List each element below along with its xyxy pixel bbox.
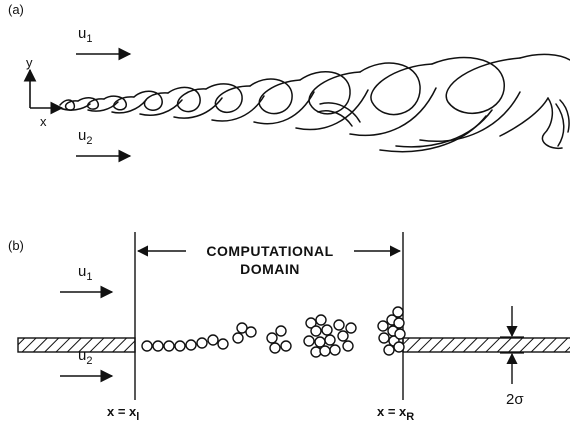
right-boundary-label: x = xR (377, 404, 414, 423)
panel-a: (a) u1 y x u2 (8, 2, 570, 163)
vortex-blobs (141, 306, 406, 358)
left-boundary-label: x = xl (107, 404, 139, 423)
domain-label-line2: DOMAIN (240, 261, 300, 277)
panel-b-u2-label: u2 (78, 347, 92, 367)
thickness-label: 2σ (506, 391, 524, 408)
domain-label-line1: COMPUTATIONAL (206, 243, 333, 259)
panel-a-y-label: y (26, 55, 33, 70)
right-hatched-plate (402, 337, 570, 353)
panel-b-u1-label: u1 (78, 263, 92, 283)
left-hatched-plate (17, 337, 136, 353)
panel-a-u1-label: u1 (78, 25, 92, 45)
vortex-rollup-sketch (59, 53, 570, 153)
panel-b-label: (b) (8, 238, 24, 253)
panel-a-label: (a) (8, 2, 24, 17)
panel-b: (b) COMPUTATIONAL DOMAIN u1 u2 2σ (8, 232, 570, 423)
panel-a-u2-label: u2 (78, 127, 92, 147)
panel-a-x-label: x (40, 114, 47, 129)
